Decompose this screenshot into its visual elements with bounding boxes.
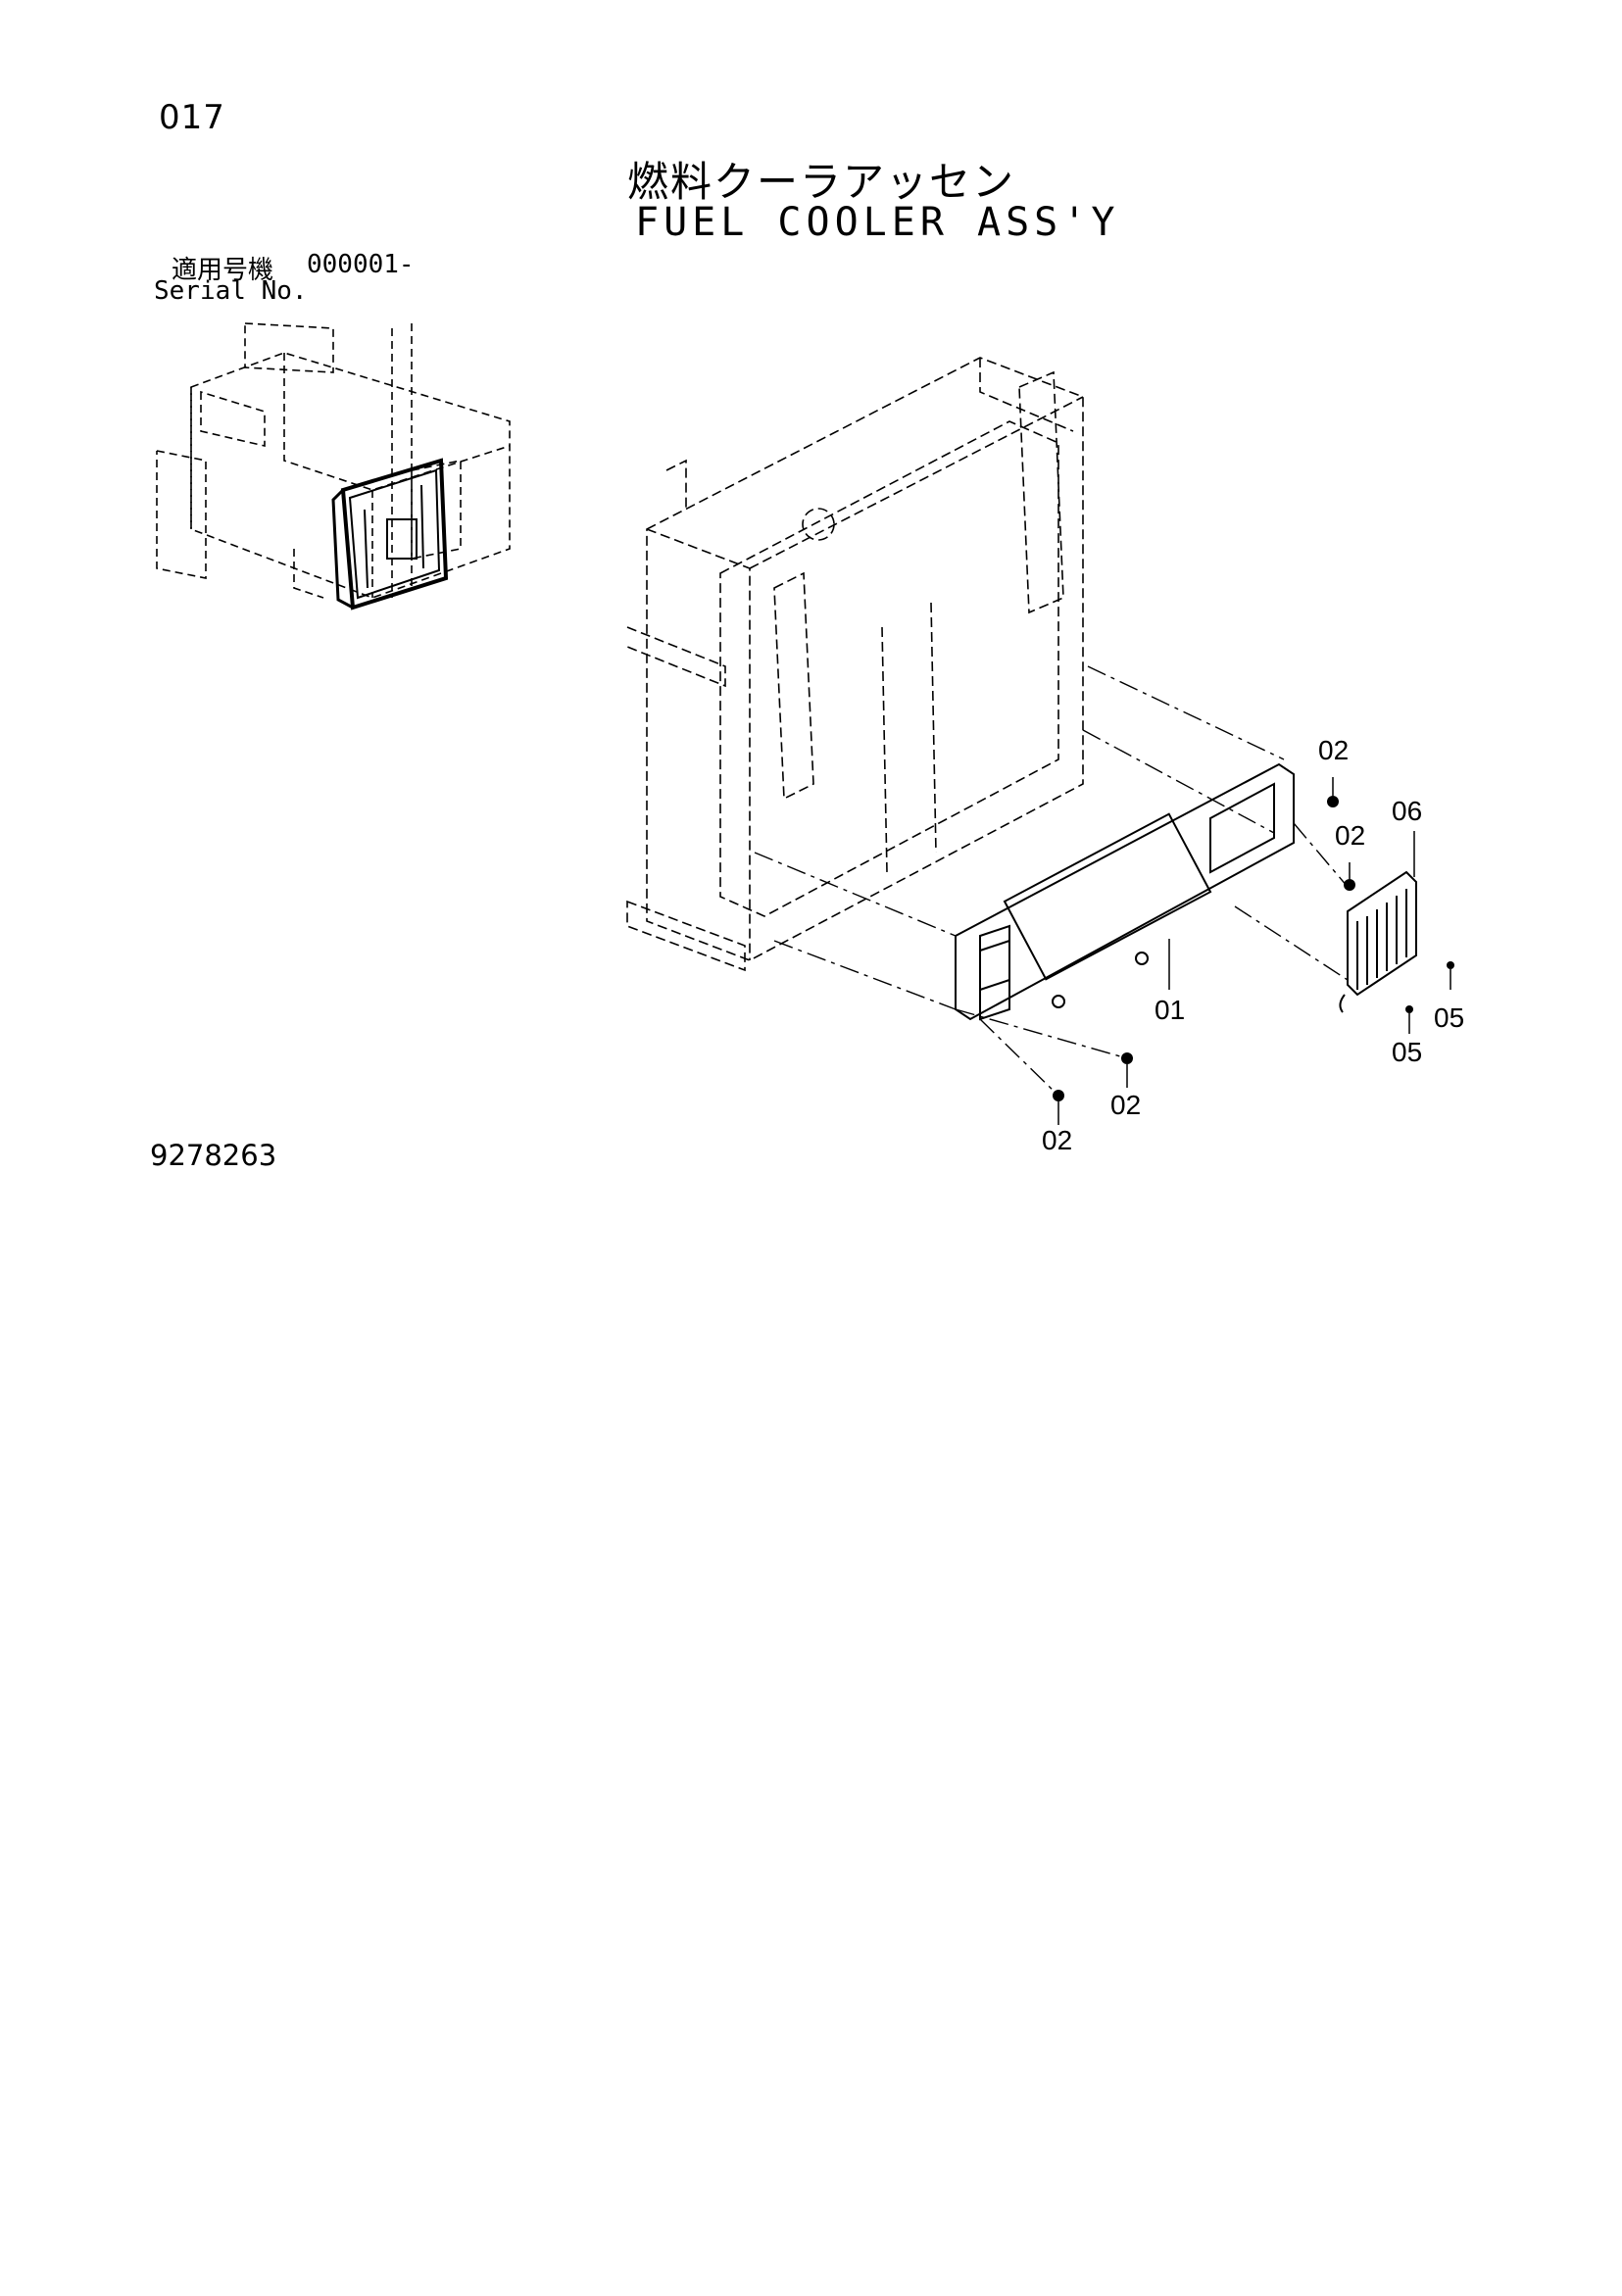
callout-05-left: 05: [1392, 1037, 1422, 1067]
fuel-cooler-highlight-in-thumbnail: [331, 458, 449, 611]
callout-06: 06: [1392, 796, 1422, 826]
title-english: FUEL COOLER ASS'Y: [635, 200, 1120, 245]
page-number: 017: [159, 98, 225, 137]
drawing-number: 9278263: [150, 1139, 277, 1172]
serial-label-japanese: 適用号機: [172, 256, 274, 285]
machine-locator-thumbnail: [156, 322, 511, 599]
callout-02-bottom-left: 02: [1042, 1125, 1072, 1155]
serial-range: 000001-: [307, 250, 415, 279]
mounting-bracket-01: [955, 762, 1295, 1021]
callout-02-middle: 02: [1335, 820, 1365, 851]
leader-lines: [1057, 777, 1451, 1125]
title-japanese: 燃料クーラアッセン: [627, 158, 1016, 206]
serial-label-english: Serial No.: [154, 276, 308, 306]
assembly-guide-lines: [754, 665, 1349, 1097]
callout-01: 01: [1155, 995, 1185, 1025]
fuel-cooler-core-06: [1339, 870, 1417, 1013]
callout-05-right: 05: [1434, 1002, 1464, 1033]
radiator-frame-phantom: [626, 357, 1084, 972]
callout-02-bottom-right: 02: [1110, 1090, 1141, 1120]
callout-02-top: 02: [1318, 735, 1349, 765]
